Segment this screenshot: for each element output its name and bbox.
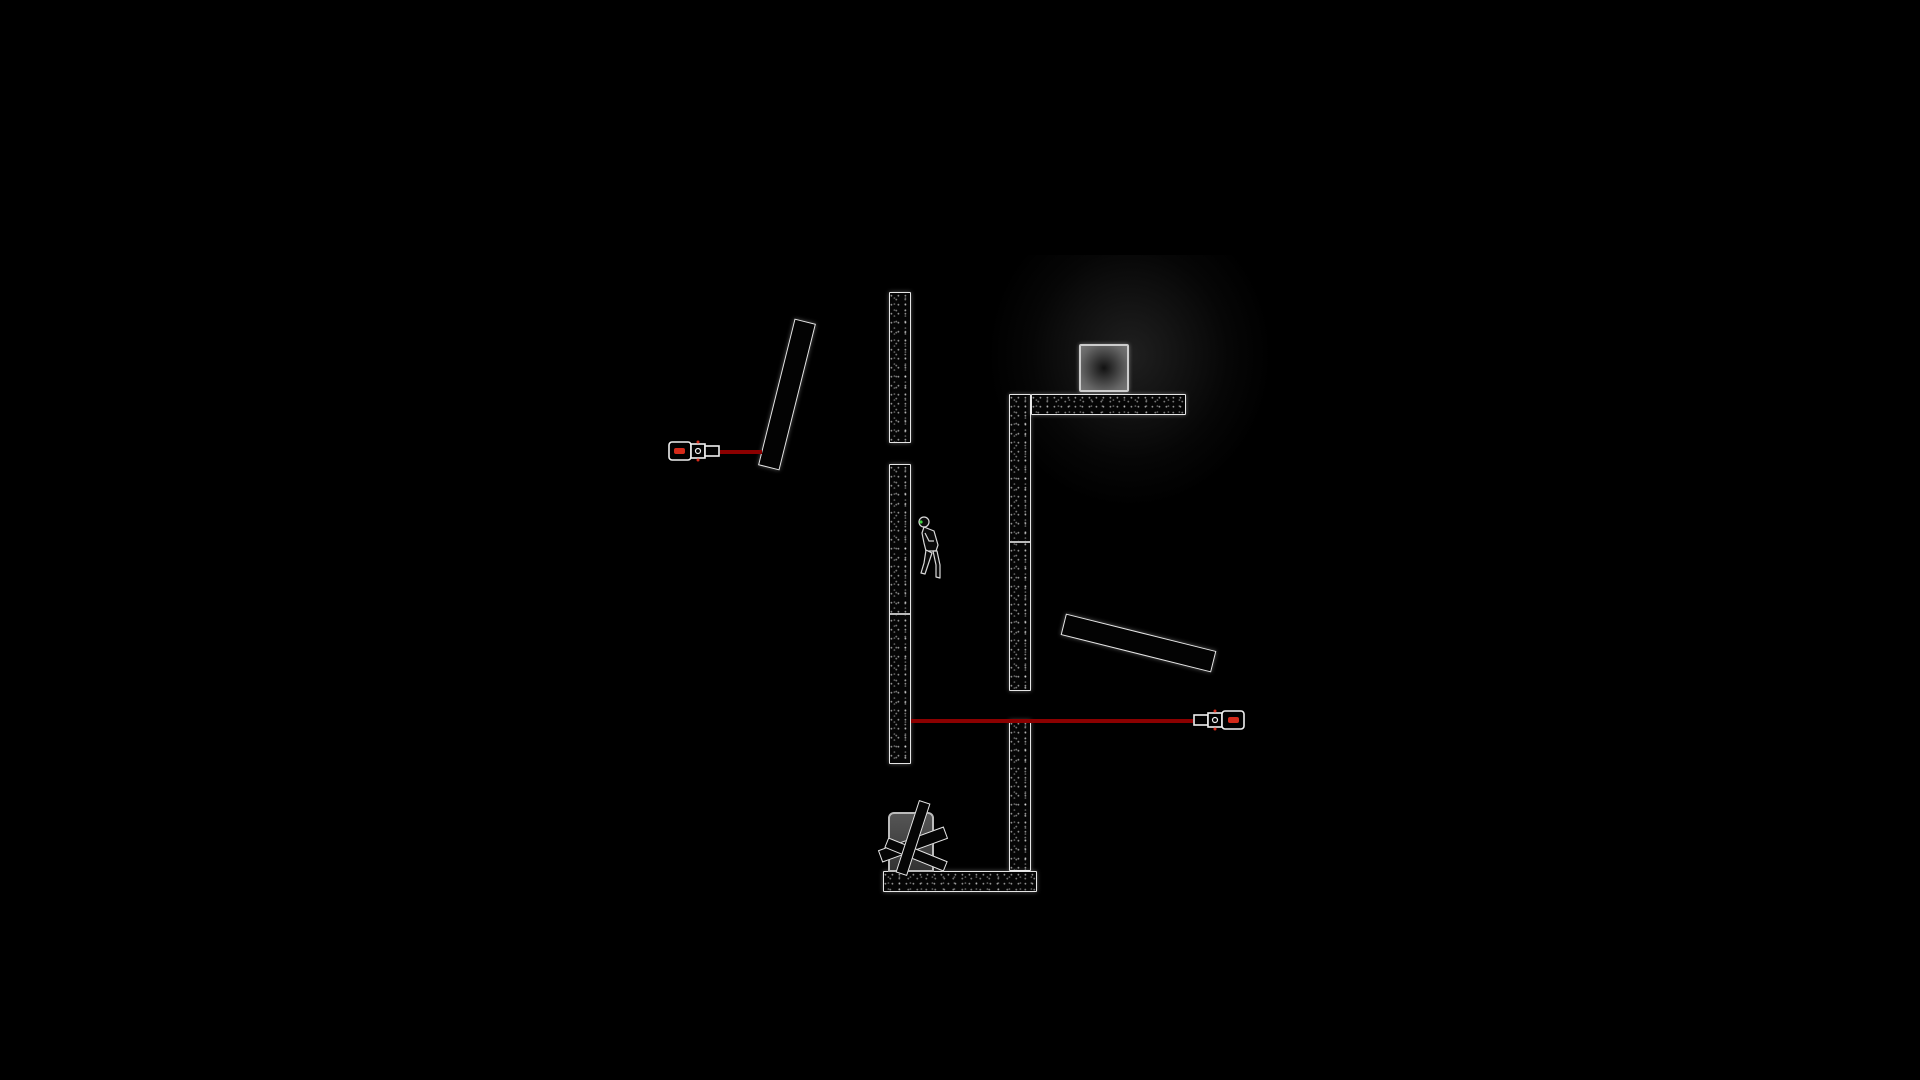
laser-beam-right — [911, 719, 1193, 723]
pillar-seam — [1010, 541, 1030, 543]
laser-beam-left — [720, 450, 762, 454]
pushable-crate[interactable] — [1079, 344, 1129, 392]
player-character[interactable] — [916, 515, 948, 583]
wall-pillar-right-lower — [1009, 720, 1031, 871]
smoke-background — [990, 255, 1270, 505]
laser-turret-right — [1193, 709, 1245, 731]
pillar-seam — [890, 613, 910, 615]
ledge-top — [1031, 394, 1186, 415]
floor-bottom — [883, 871, 1037, 892]
tilted-plank-right[interactable] — [1060, 613, 1217, 673]
wall-pillar-left-middle — [889, 464, 911, 764]
tilted-plank-left[interactable] — [758, 318, 816, 471]
laser-turret-left — [668, 440, 720, 462]
wall-pillar-right-upper — [1009, 394, 1031, 691]
wall-pillar-left-top — [889, 292, 911, 443]
